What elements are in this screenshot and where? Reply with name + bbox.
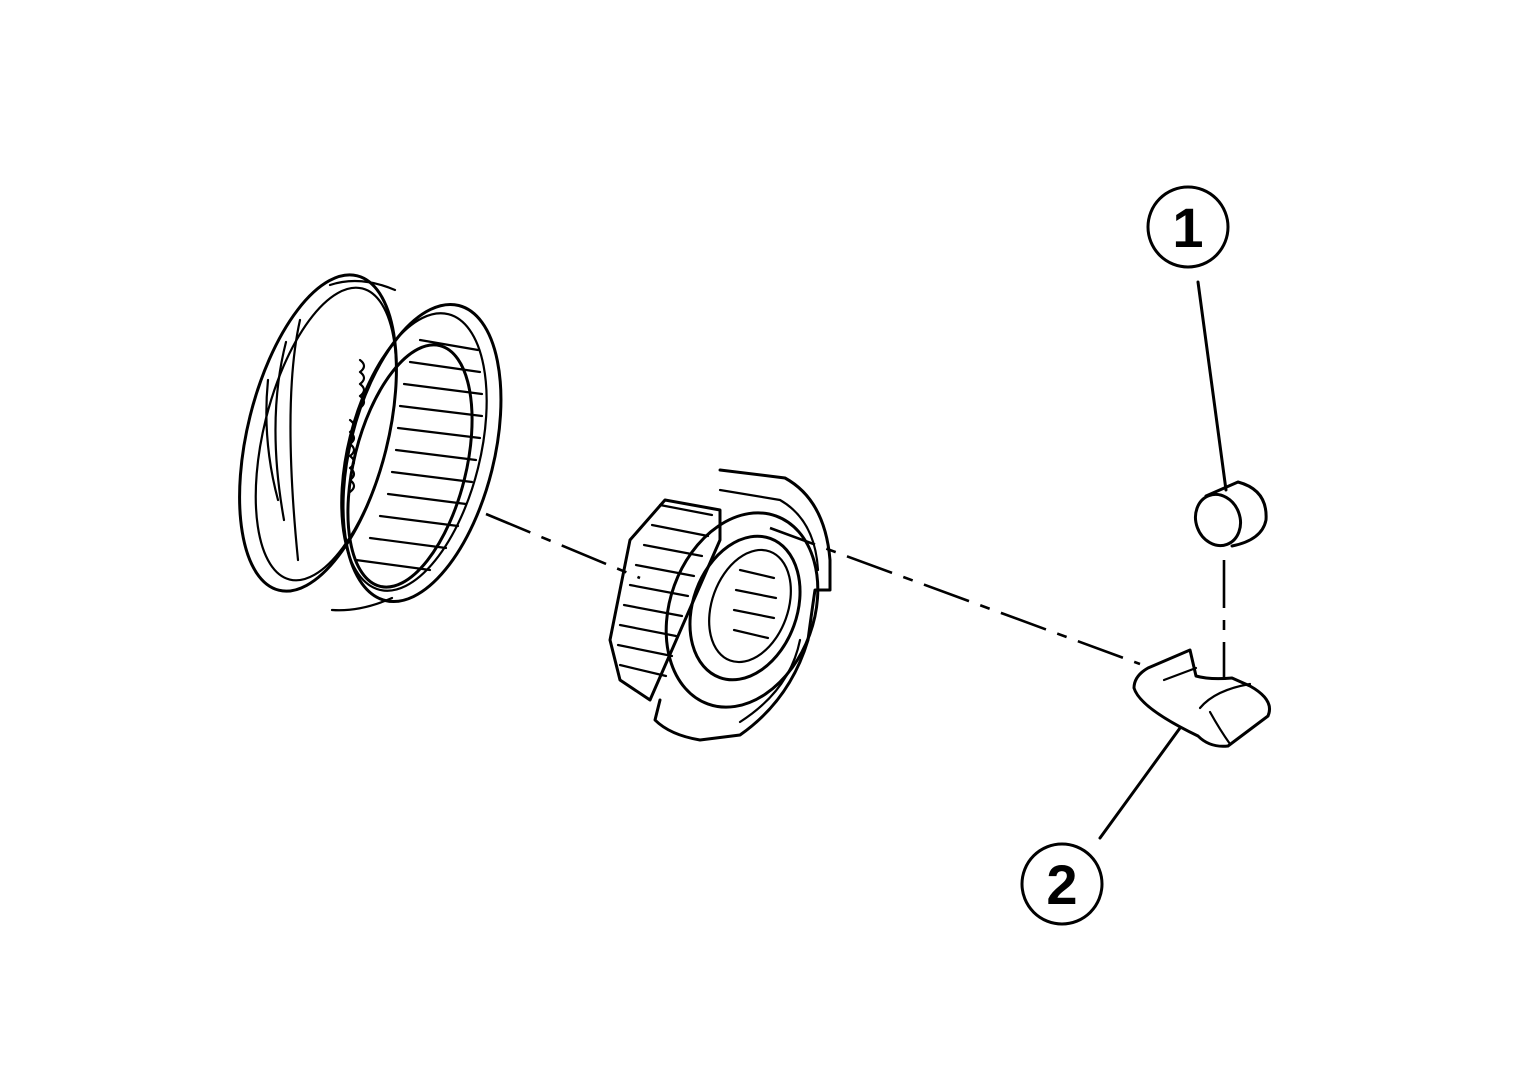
callout-1: 1	[1146, 185, 1230, 492]
callout-1-label: 1	[1172, 196, 1203, 259]
assembly-axis-line-2	[769, 526, 1141, 666]
callout-2-label: 2	[1046, 853, 1077, 916]
sleeve-splines	[348, 338, 484, 572]
part-1-cylinder	[1193, 480, 1268, 548]
synchronizer-sleeve	[238, 273, 503, 612]
hub-teeth	[616, 503, 714, 678]
part-2-insert	[1132, 648, 1271, 748]
assembly-axis-line	[485, 512, 641, 580]
callout-2: 2	[1020, 726, 1182, 926]
synchronizer-hub	[608, 468, 832, 742]
